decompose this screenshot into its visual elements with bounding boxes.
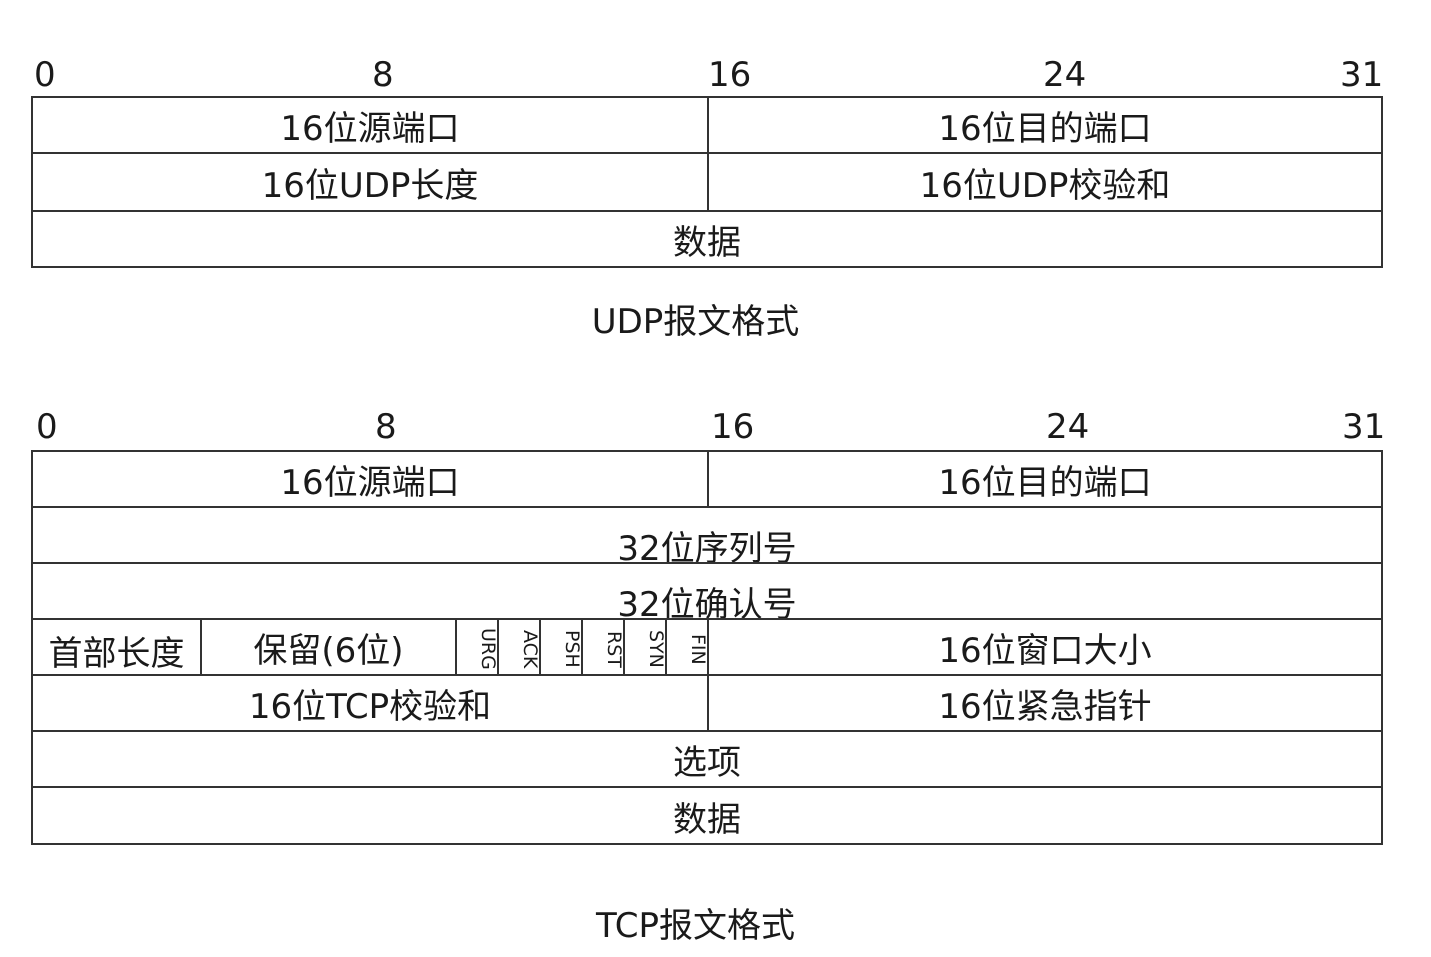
tcp-data: 数据 — [673, 800, 741, 840]
tcp-checksum-cell: 16位TCP校验和 — [31, 674, 709, 732]
tcp-header-length-cell: 首部长度 — [31, 618, 202, 676]
tcp-flag-urg: URG — [455, 618, 499, 676]
tcp-flag-psh: PSH — [539, 618, 583, 676]
udp-data: 数据 — [673, 222, 741, 263]
tcp-ruler-0: 0 — [36, 407, 58, 447]
tcp-checksum: 16位TCP校验和 — [248, 686, 492, 727]
tcp-options-cell: 选项 — [31, 730, 1383, 788]
tcp-ruler-8: 8 — [375, 407, 397, 447]
udp-header-table: 16位源端口 16位目的端口 16位UDP长度 16位UDP校验和 数据 — [31, 96, 1383, 268]
udp-src-port-cell: 16位源端口 — [31, 96, 709, 154]
udp-checksum: 16位UDP校验和 — [919, 165, 1171, 206]
tcp-dst-port: 16位目的端口 — [938, 462, 1152, 503]
udp-src-port: 16位源端口 — [280, 108, 460, 149]
udp-ruler-8: 8 — [372, 55, 394, 95]
udp-data-cell: 数据 — [31, 210, 1383, 268]
tcp-caption: TCP报文格式 — [595, 906, 796, 946]
tcp-ruler-16: 16 — [711, 407, 755, 447]
tcp-ruler-31: 31 — [1342, 407, 1386, 447]
tcp-flag-ack: ACK — [497, 618, 541, 676]
udp-ruler-16: 16 — [708, 55, 752, 95]
tcp-ack-cell: 32位确认号 — [31, 562, 1383, 625]
tcp-ack: 32位确认号 — [617, 585, 797, 625]
udp-checksum-cell: 16位UDP校验和 — [707, 152, 1383, 212]
tcp-reserved: 保留(6位) — [253, 631, 404, 671]
udp-length: 16位UDP长度 — [261, 165, 479, 206]
udp-dst-port: 16位目的端口 — [938, 108, 1152, 149]
tcp-src-port: 16位源端口 — [280, 462, 460, 503]
tcp-urgent-cell: 16位紧急指针 — [707, 674, 1383, 732]
tcp-options: 选项 — [673, 743, 741, 783]
tcp-header-table: 16位源端口 16位目的端口 32位序列号 32位确认号 首部长度 保留(6位)… — [31, 450, 1383, 845]
tcp-src-port-cell: 16位源端口 — [31, 450, 709, 508]
udp-ruler-31: 31 — [1340, 55, 1384, 95]
tcp-window: 16位窗口大小 — [938, 631, 1152, 671]
tcp-window-cell: 16位窗口大小 — [707, 618, 1383, 676]
tcp-dst-port-cell: 16位目的端口 — [707, 450, 1383, 508]
udp-caption: UDP报文格式 — [591, 302, 800, 342]
tcp-urgent: 16位紧急指针 — [938, 686, 1152, 727]
tcp-flag-fin: FIN — [665, 618, 709, 676]
tcp-header-length: 首部长度 — [48, 634, 185, 674]
tcp-seq: 32位序列号 — [617, 529, 797, 569]
tcp-flag-rst: RST — [581, 618, 625, 676]
tcp-flag-syn: SYN — [623, 618, 667, 676]
udp-dst-port-cell: 16位目的端口 — [707, 96, 1383, 154]
tcp-data-cell: 数据 — [31, 786, 1383, 845]
udp-length-cell: 16位UDP长度 — [31, 152, 709, 212]
tcp-seq-cell: 32位序列号 — [31, 506, 1383, 569]
udp-ruler-24: 24 — [1043, 55, 1087, 95]
tcp-reserved-cell: 保留(6位) — [200, 618, 457, 676]
udp-ruler-0: 0 — [34, 55, 56, 95]
tcp-ruler-24: 24 — [1046, 407, 1090, 447]
